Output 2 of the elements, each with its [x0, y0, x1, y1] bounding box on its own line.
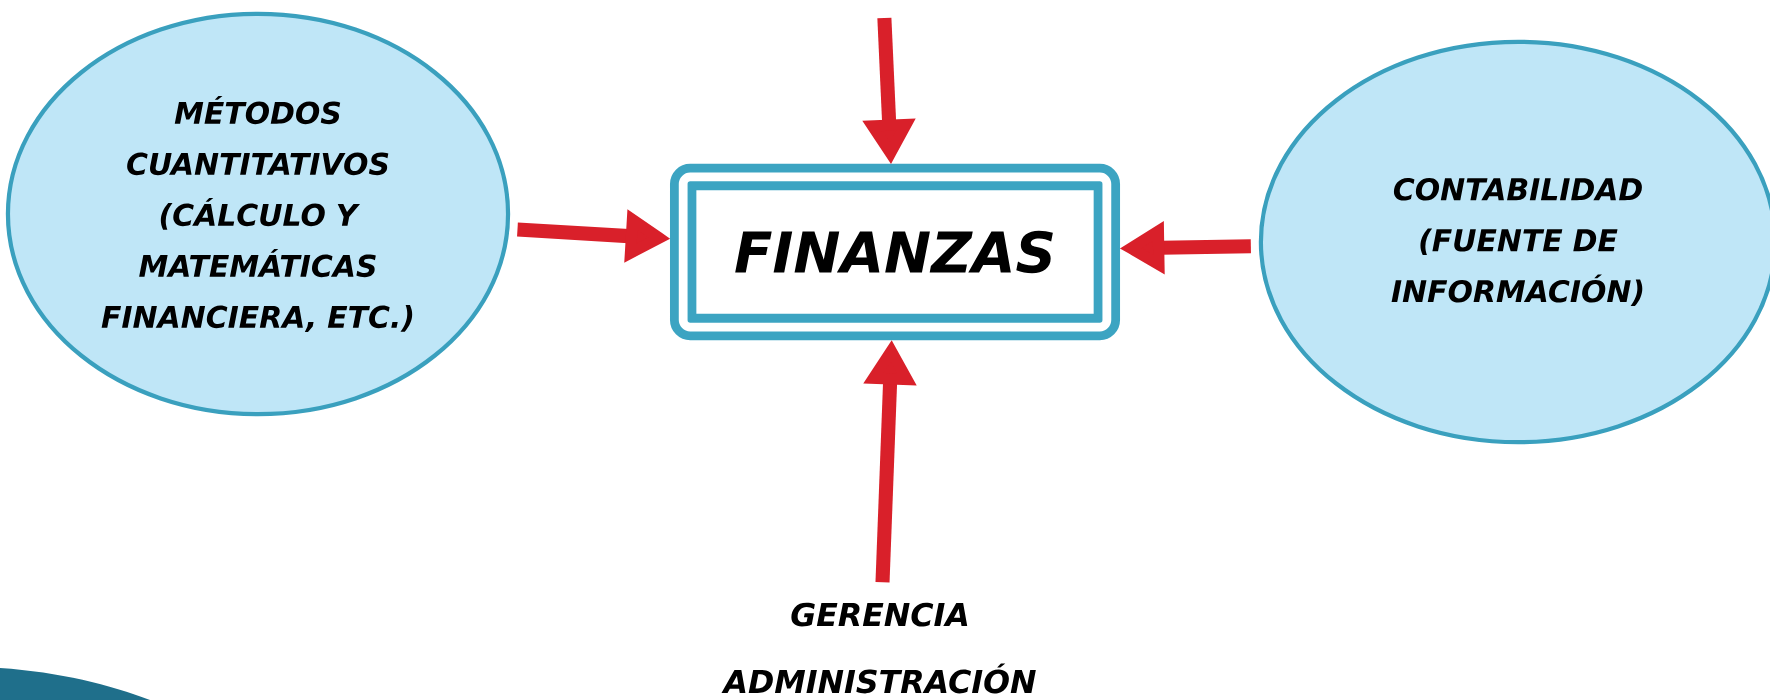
- central-box: FINANZAS: [669, 163, 1121, 341]
- node-text: GERENCIA ADMINISTRACIÓN: [721, 602, 1036, 694]
